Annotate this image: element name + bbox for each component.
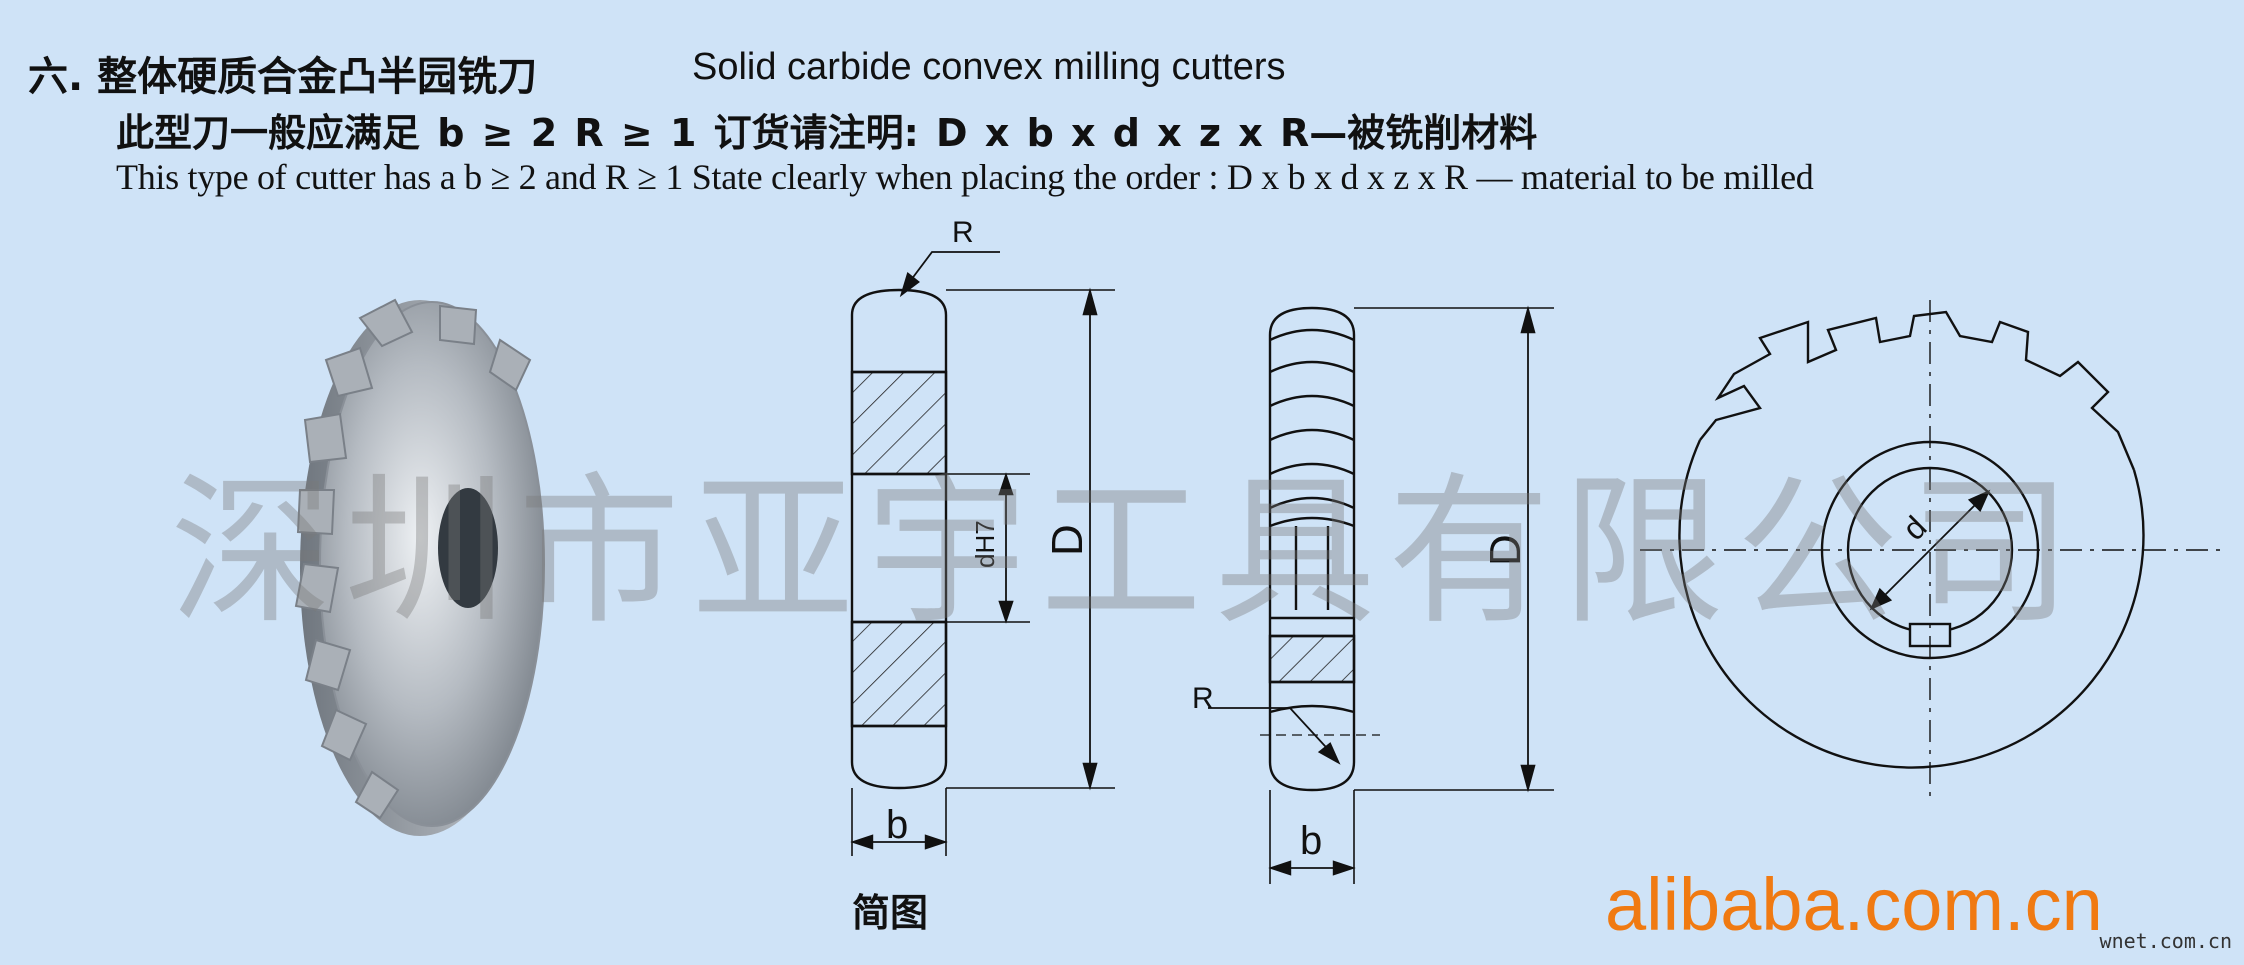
- front-view: [1640, 300, 2224, 800]
- alibaba-brand: alibaba.com.cn: [1605, 863, 2103, 946]
- sketch-caption: 简图: [852, 891, 929, 935]
- label-b-1: b: [886, 803, 908, 847]
- label-b-2: b: [1300, 819, 1322, 863]
- label-r-side: R: [1192, 682, 1214, 715]
- label-d-big-2: D: [1481, 534, 1530, 566]
- company-watermark: 深圳市亚宇工具有限公司: [170, 459, 2084, 647]
- title-english: Solid carbide convex milling cutters: [692, 46, 1286, 88]
- label-d-h7: dH7: [970, 520, 1000, 568]
- label-r-top: R: [952, 216, 974, 249]
- spec-english: This type of cutter has a b ≥ 2 and R ≥ …: [116, 157, 1814, 197]
- cutter-photo: [294, 298, 545, 836]
- section-view-1: [850, 251, 1115, 856]
- section-view-2: [1208, 305, 1554, 884]
- source-watermark: wnet.com.cn: [2099, 929, 2232, 953]
- spec-chinese: 此型刀一般应满足 b ≥ 2 R ≥ 1 订货请注明: D x b x d x …: [116, 111, 1538, 155]
- title-chinese: 六. 整体硬质合金凸半园铣刀: [28, 54, 538, 100]
- label-d-big-1: D: [1043, 524, 1092, 556]
